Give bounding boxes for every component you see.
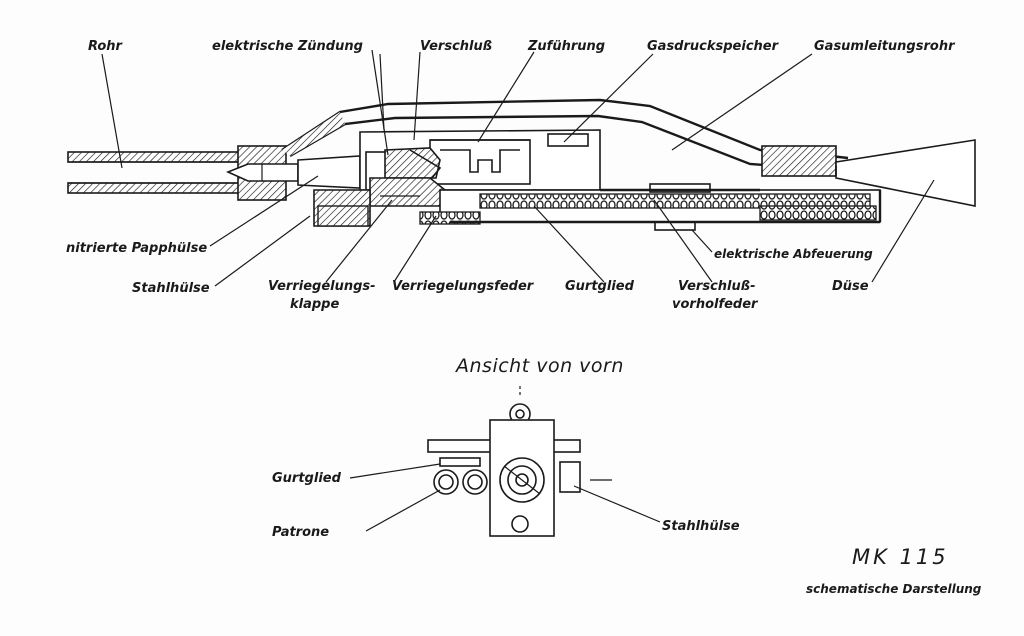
front-view: Ansicht von vorn Gurtglied Patrone Stahl… <box>272 355 740 540</box>
label-vorholfeder-1: Verschluß- <box>678 279 756 294</box>
label-duese: Düse <box>832 279 869 294</box>
label-verriegelungsfeder: Verriegelungsfeder <box>392 279 535 294</box>
gas-chamber <box>761 145 837 177</box>
label-verriegelungsklappe-1: Verriegelungs- <box>268 279 376 294</box>
caption-subtitle: schematische Darstellung <box>806 582 982 596</box>
recoil-spring <box>479 193 871 209</box>
label-gasumleitungsrohr: Gasumleitungsrohr <box>814 39 956 54</box>
label-zuendung: elektrische Zündung <box>212 39 363 54</box>
spring-tube <box>419 183 882 231</box>
lower-bore <box>511 515 529 533</box>
belt-link <box>439 457 481 467</box>
label-verriegelungsklappe-2: klappe <box>290 297 339 312</box>
leader-lines <box>101 49 935 287</box>
front-label-patrone: Patrone <box>272 525 329 540</box>
feed-unit <box>429 139 531 185</box>
label-gasdruckspeicher: Gasdruckspeicher <box>647 39 780 54</box>
label-vorholfeder-2: vorholfeder <box>672 297 759 312</box>
label-papphuelse: nitrierte Papphülse <box>66 241 207 256</box>
front-label-stahlhuelse: Stahlhülse <box>662 519 740 534</box>
label-abfeuerung: elektrische Abfeuerung <box>714 247 873 261</box>
model-designation: MK 115 <box>852 545 949 569</box>
bolt <box>384 147 441 179</box>
gas-reservoir <box>547 133 589 147</box>
label-verschluss: Verschluß <box>420 39 492 54</box>
label-stahlhuelse: Stahlhülse <box>132 281 210 296</box>
front-view-title: Ansicht von vorn <box>454 355 624 377</box>
label-zufuehrung: Zuführung <box>527 39 605 54</box>
side-view: Rohr elektrische Zündung Verschluß Zufüh… <box>66 39 976 312</box>
label-gurtglied: Gurtglied <box>565 279 635 294</box>
label-rohr: Rohr <box>88 39 124 54</box>
front-label-gurtglied: Gurtglied <box>272 471 342 486</box>
